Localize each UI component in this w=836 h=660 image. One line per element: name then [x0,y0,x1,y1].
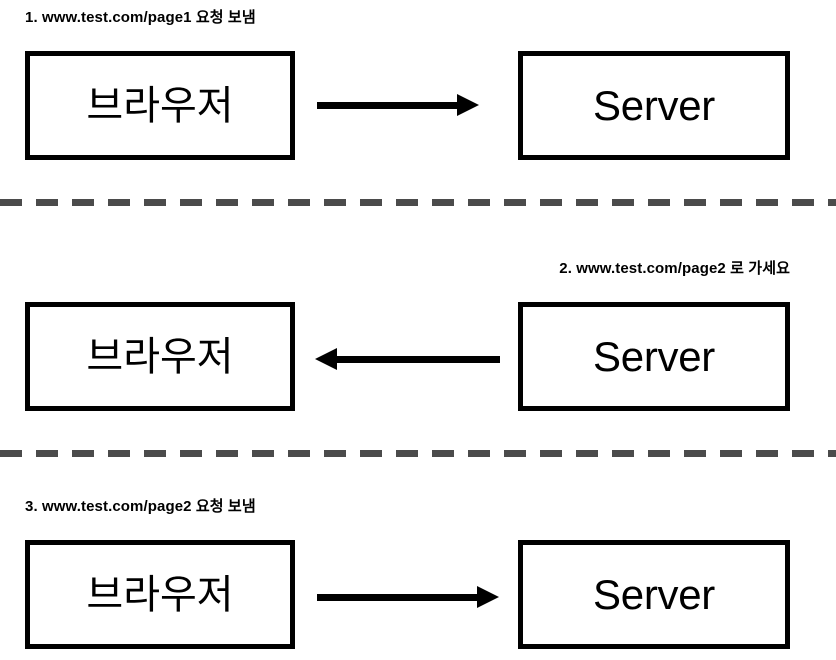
step-3-label: 3. www.test.com/page2 요청 보냄 [25,498,256,515]
step-2-label: 2. www.test.com/page2 로 가세요 [559,260,790,277]
step-3-server-node: Server [518,540,790,649]
step-2-browser-node-label: 브라우저 [86,334,234,379]
section-divider-1 [0,199,836,206]
step-row-2: 2. www.test.com/page2 로 가세요 브라우저 Server [0,251,836,447]
step-2-arrow-shaft [333,356,500,363]
step-3-server-node-label: Server [593,570,715,618]
step-1-server-node: Server [518,51,790,160]
step-1-arrow-right-icon [317,88,479,122]
step-1-arrow-shaft [317,102,461,109]
step-2-server-node: Server [518,302,790,411]
section-divider-2 [0,450,836,457]
step-2-arrow-head [315,348,337,370]
step-2-server-node-label: Server [593,332,715,380]
step-row-1: 1. www.test.com/page1 요청 보냄 브라우저 Server [0,0,836,196]
step-1-browser-node-label: 브라우저 [86,83,234,128]
step-1-arrow-head [457,94,479,116]
step-row-3: 3. www.test.com/page2 요청 보냄 브라우저 Server [0,489,836,660]
step-1-server-node-label: Server [593,81,715,129]
step-3-arrow-shaft [317,594,481,601]
step-3-arrow-head [477,586,499,608]
step-2-arrow-left-icon [315,342,500,376]
step-1-label: 1. www.test.com/page1 요청 보냄 [25,9,256,26]
step-3-browser-node: 브라우저 [25,540,295,649]
step-2-browser-node: 브라우저 [25,302,295,411]
step-3-browser-node-label: 브라우저 [86,572,234,617]
step-3-arrow-right-icon [317,580,499,614]
step-1-browser-node: 브라우저 [25,51,295,160]
